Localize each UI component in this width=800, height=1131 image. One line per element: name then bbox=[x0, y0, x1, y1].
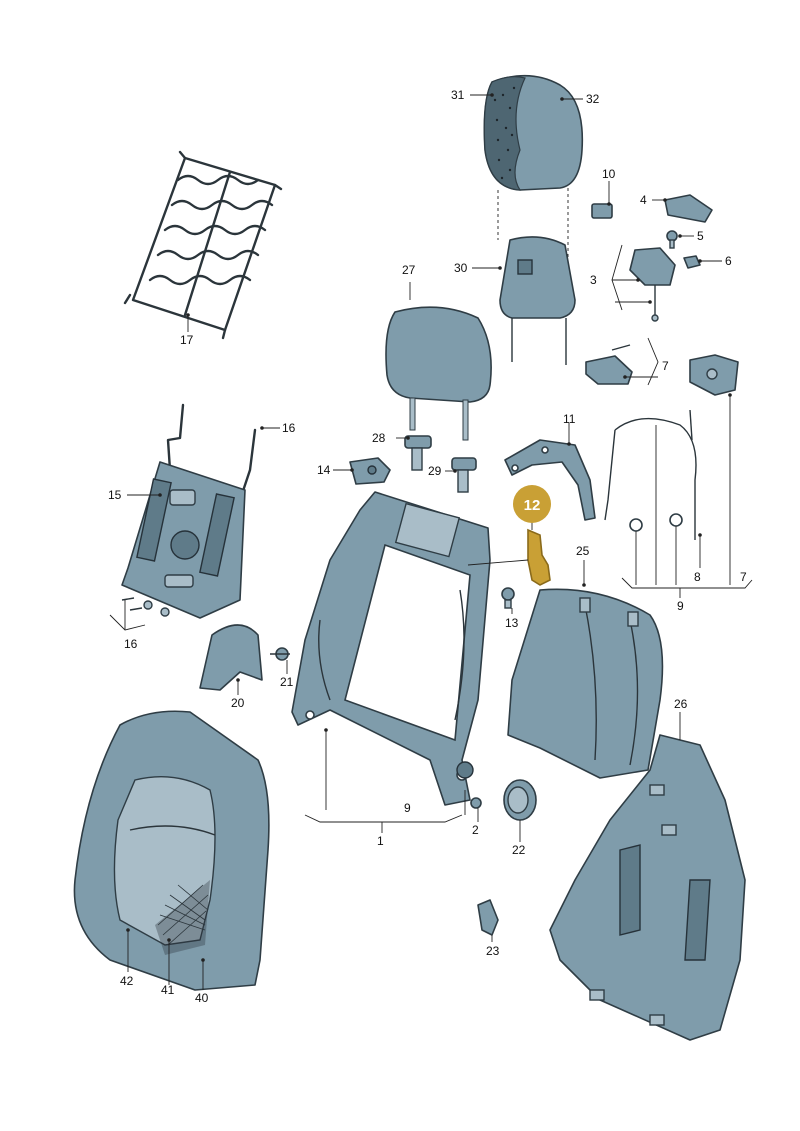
headrest-27 bbox=[385, 282, 492, 441]
callout-28: 28 bbox=[372, 431, 386, 445]
callout-labels: 31 32 10 4 5 6 3 7 11 30 27 28 29 14 15 … bbox=[108, 88, 747, 1005]
callout-9-right: 9 bbox=[677, 599, 684, 613]
callout-1: 1 bbox=[377, 834, 384, 848]
headrest-frame-30 bbox=[499, 236, 576, 365]
callout-25: 25 bbox=[576, 544, 590, 558]
callout-30: 30 bbox=[454, 261, 468, 275]
assembly-3 bbox=[629, 247, 676, 322]
callout-10: 10 bbox=[602, 167, 616, 181]
callout-26: 26 bbox=[674, 697, 688, 711]
callout-27: 27 bbox=[402, 263, 416, 277]
nut-6 bbox=[683, 255, 701, 269]
callout-4: 4 bbox=[640, 193, 647, 207]
callout-40: 40 bbox=[195, 991, 209, 1005]
callout-20: 20 bbox=[231, 696, 245, 710]
callout-14: 14 bbox=[317, 463, 331, 477]
callout-7-top: 7 bbox=[662, 359, 669, 373]
headrest-cushion-31-32 bbox=[483, 74, 584, 300]
lock-14 bbox=[349, 457, 391, 485]
assembly-7-right bbox=[689, 354, 739, 396]
callout-31: 31 bbox=[451, 88, 465, 102]
highlighted-part-12 bbox=[527, 520, 551, 586]
callout-9-left: 9 bbox=[404, 801, 411, 815]
screw-21 bbox=[270, 647, 290, 661]
trim-cover-20 bbox=[199, 624, 263, 691]
callout-22: 22 bbox=[512, 843, 526, 857]
callout-29: 29 bbox=[428, 464, 442, 478]
callout-32: 32 bbox=[586, 92, 600, 106]
guide-sleeve-29 bbox=[451, 457, 477, 493]
spring-mat-17 bbox=[123, 150, 283, 340]
callout-13: 13 bbox=[505, 616, 519, 630]
backrest-frame-1 bbox=[291, 491, 491, 806]
badge-label-12: 12 bbox=[524, 497, 541, 514]
callout-16-top: 16 bbox=[282, 421, 296, 435]
part-10 bbox=[591, 203, 613, 219]
highlight-badge-12: 12 bbox=[513, 485, 551, 523]
callout-16-bottom: 16 bbox=[124, 637, 138, 651]
callout-3: 3 bbox=[590, 273, 597, 287]
knob-22 bbox=[503, 779, 537, 821]
back-panel-25 bbox=[507, 588, 664, 779]
callout-7-bottom: 7 bbox=[740, 570, 747, 584]
rear-shell-26 bbox=[549, 734, 746, 1041]
callout-21: 21 bbox=[280, 675, 294, 689]
adjuster-panel-15 bbox=[121, 403, 257, 619]
callout-23: 23 bbox=[486, 944, 500, 958]
callout-42: 42 bbox=[120, 974, 134, 988]
bracket-11 bbox=[504, 439, 596, 521]
cable-9 bbox=[604, 409, 697, 540]
callout-5: 5 bbox=[697, 229, 704, 243]
assembly-7-left bbox=[585, 344, 633, 385]
callout-15: 15 bbox=[108, 488, 122, 502]
callout-6: 6 bbox=[725, 254, 732, 268]
clip-23 bbox=[477, 899, 499, 936]
screw-13 bbox=[501, 587, 515, 609]
callout-2: 2 bbox=[472, 823, 479, 837]
callout-17: 17 bbox=[180, 333, 194, 347]
screw-2 bbox=[470, 797, 482, 809]
callout-41: 41 bbox=[161, 983, 175, 997]
callout-11: 11 bbox=[563, 412, 576, 426]
screw-5 bbox=[666, 230, 678, 249]
backrest-cushion-40-41-42 bbox=[73, 710, 270, 991]
leader-lines bbox=[109, 93, 753, 990]
part-4 bbox=[664, 194, 713, 223]
callout-8: 8 bbox=[694, 570, 701, 584]
guide-sleeve-28 bbox=[404, 435, 432, 471]
